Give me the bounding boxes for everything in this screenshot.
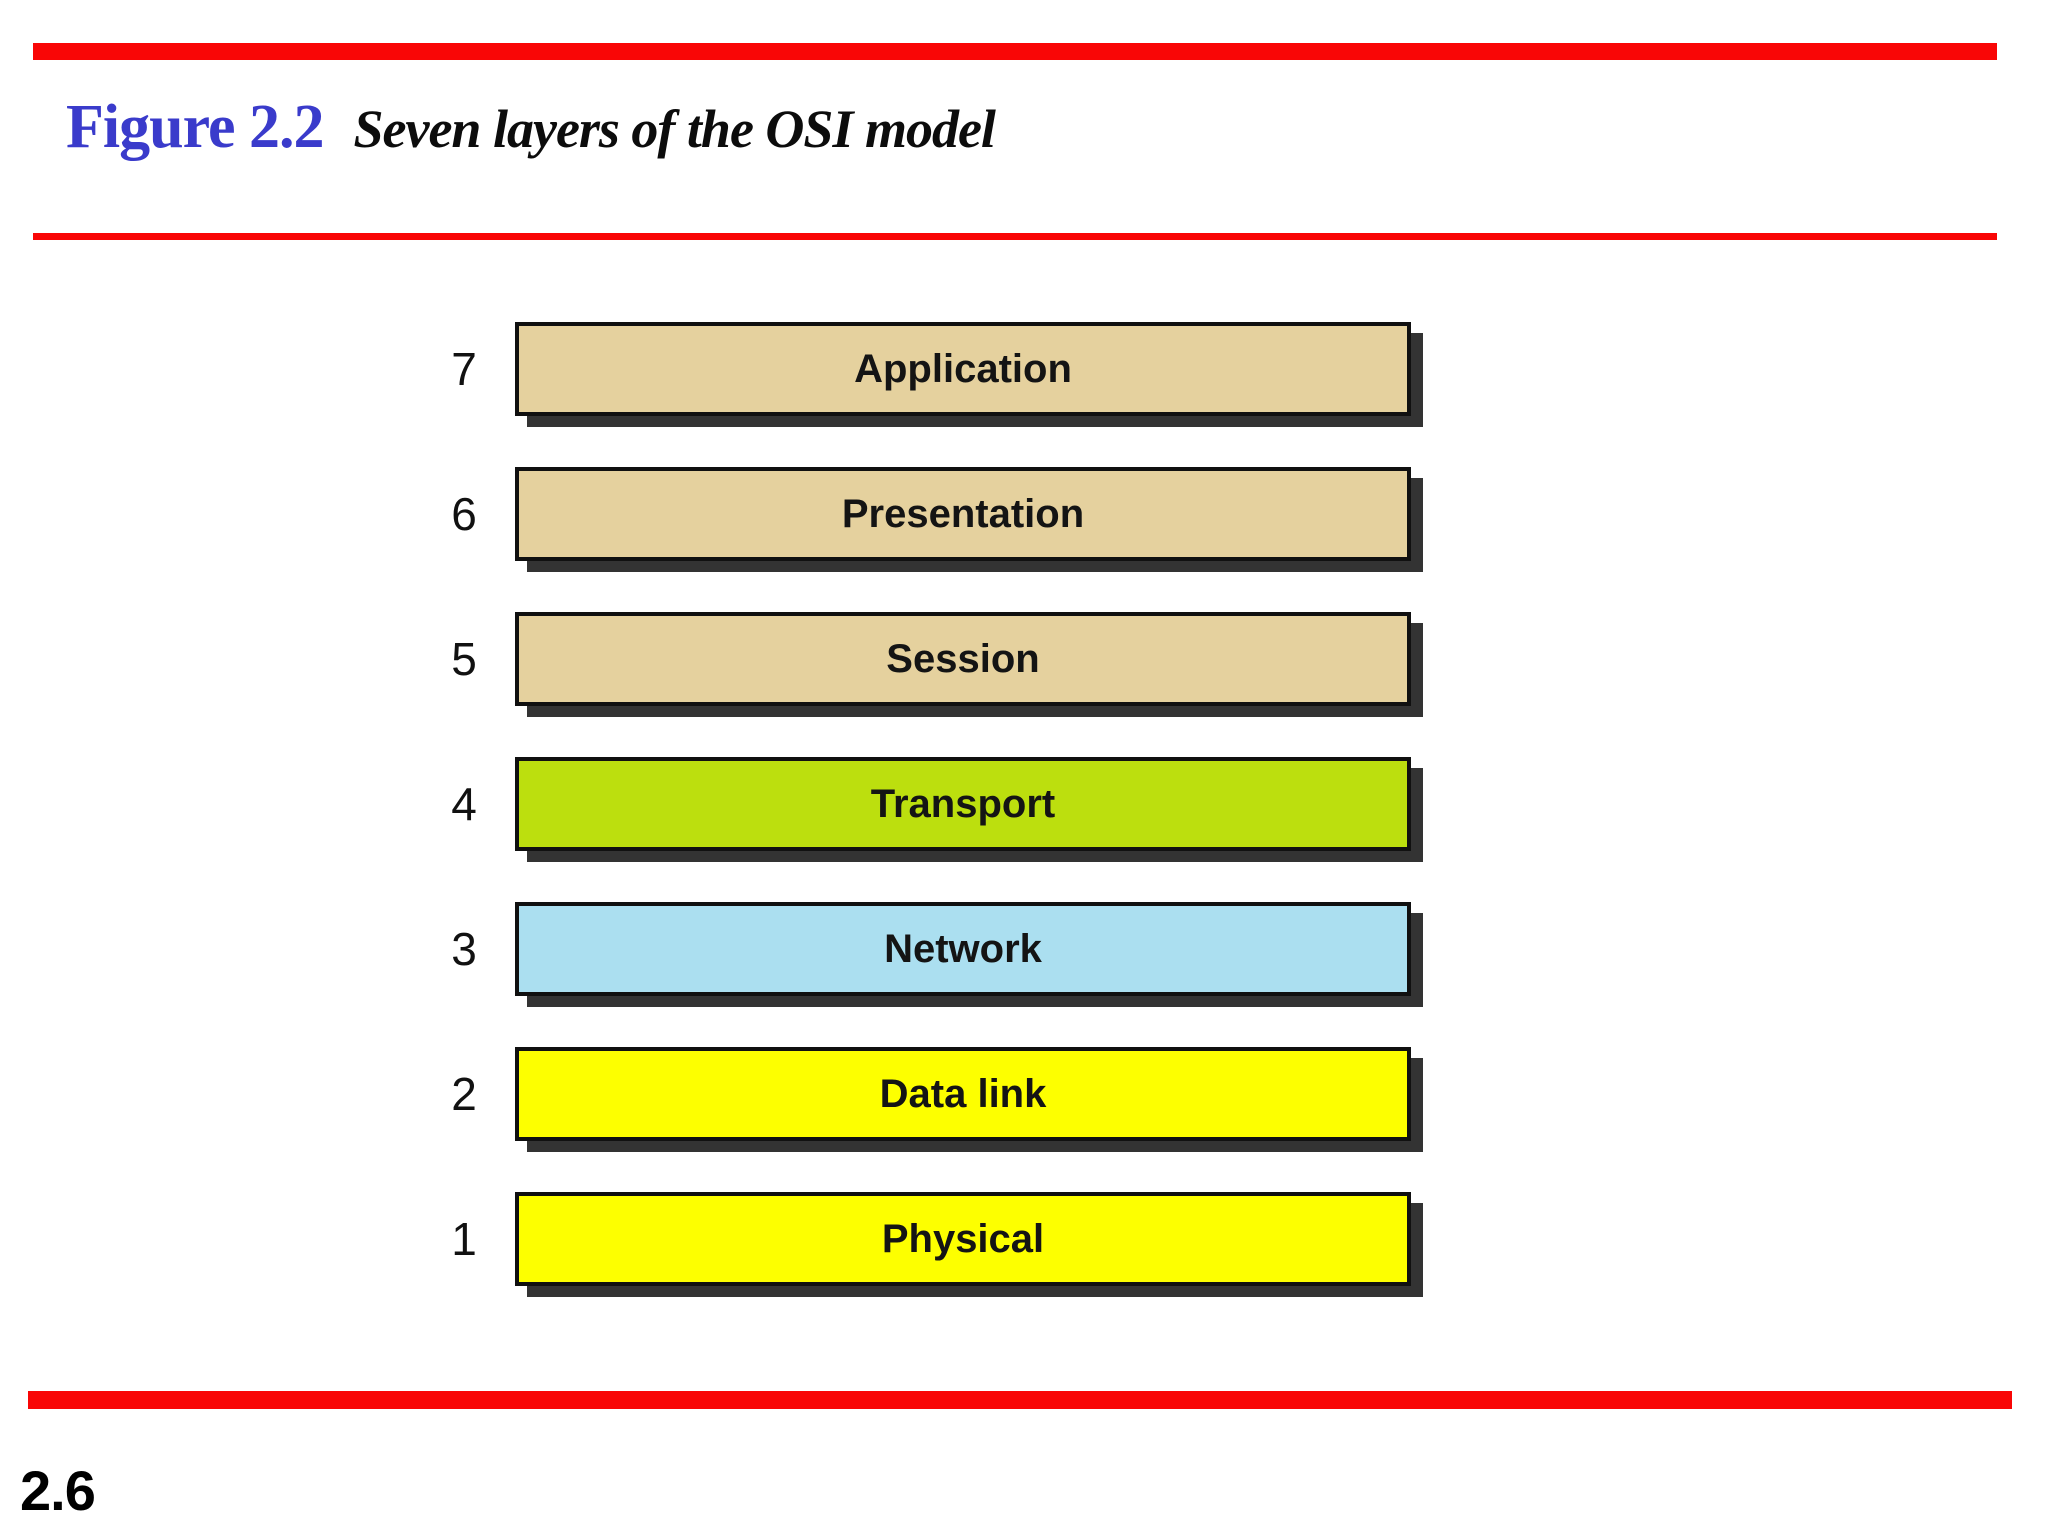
title-underline-rule (33, 233, 1997, 240)
osi-layer-row-physical: 1 Physical (428, 1189, 1411, 1289)
figure-title: Seven layers of the OSI model (353, 99, 996, 159)
layer-box-physical: Physical (515, 1192, 1411, 1286)
osi-layer-row-network: 3 Network (428, 899, 1411, 999)
layer-number: 5 (451, 633, 477, 685)
top-red-bar (33, 43, 1997, 60)
layer-box-application: Application (515, 322, 1411, 416)
osi-layer-row-transport: 4 Transport (428, 754, 1411, 854)
layer-number: 7 (451, 343, 477, 395)
layer-number: 4 (451, 778, 477, 830)
bottom-red-bar (28, 1391, 2012, 1409)
figure-label: Figure 2.2 (66, 93, 324, 161)
osi-stack: 7 Application 6 Presentation 5 Session 4 Transp… (428, 319, 1411, 1334)
osi-layer-row-session: 5 Session (428, 609, 1411, 709)
layer-box-transport: Transport (515, 757, 1411, 851)
layer-box-session: Session (515, 612, 1411, 706)
layer-box-data-link: Data link (515, 1047, 1411, 1141)
layer-number: 2 (451, 1068, 477, 1120)
page-number: 2.6 (20, 1459, 96, 1522)
layer-number: 3 (451, 923, 477, 975)
layer-number: 6 (451, 488, 477, 540)
figure-heading: Figure 2.2 Seven layers of the OSI model (66, 92, 996, 163)
layer-box-network: Network (515, 902, 1411, 996)
osi-layer-row-application: 7 Application (428, 319, 1411, 419)
layer-box-presentation: Presentation (515, 467, 1411, 561)
osi-layer-row-data-link: 2 Data link (428, 1044, 1411, 1144)
osi-layer-row-presentation: 6 Presentation (428, 464, 1411, 564)
layer-number: 1 (451, 1213, 477, 1265)
